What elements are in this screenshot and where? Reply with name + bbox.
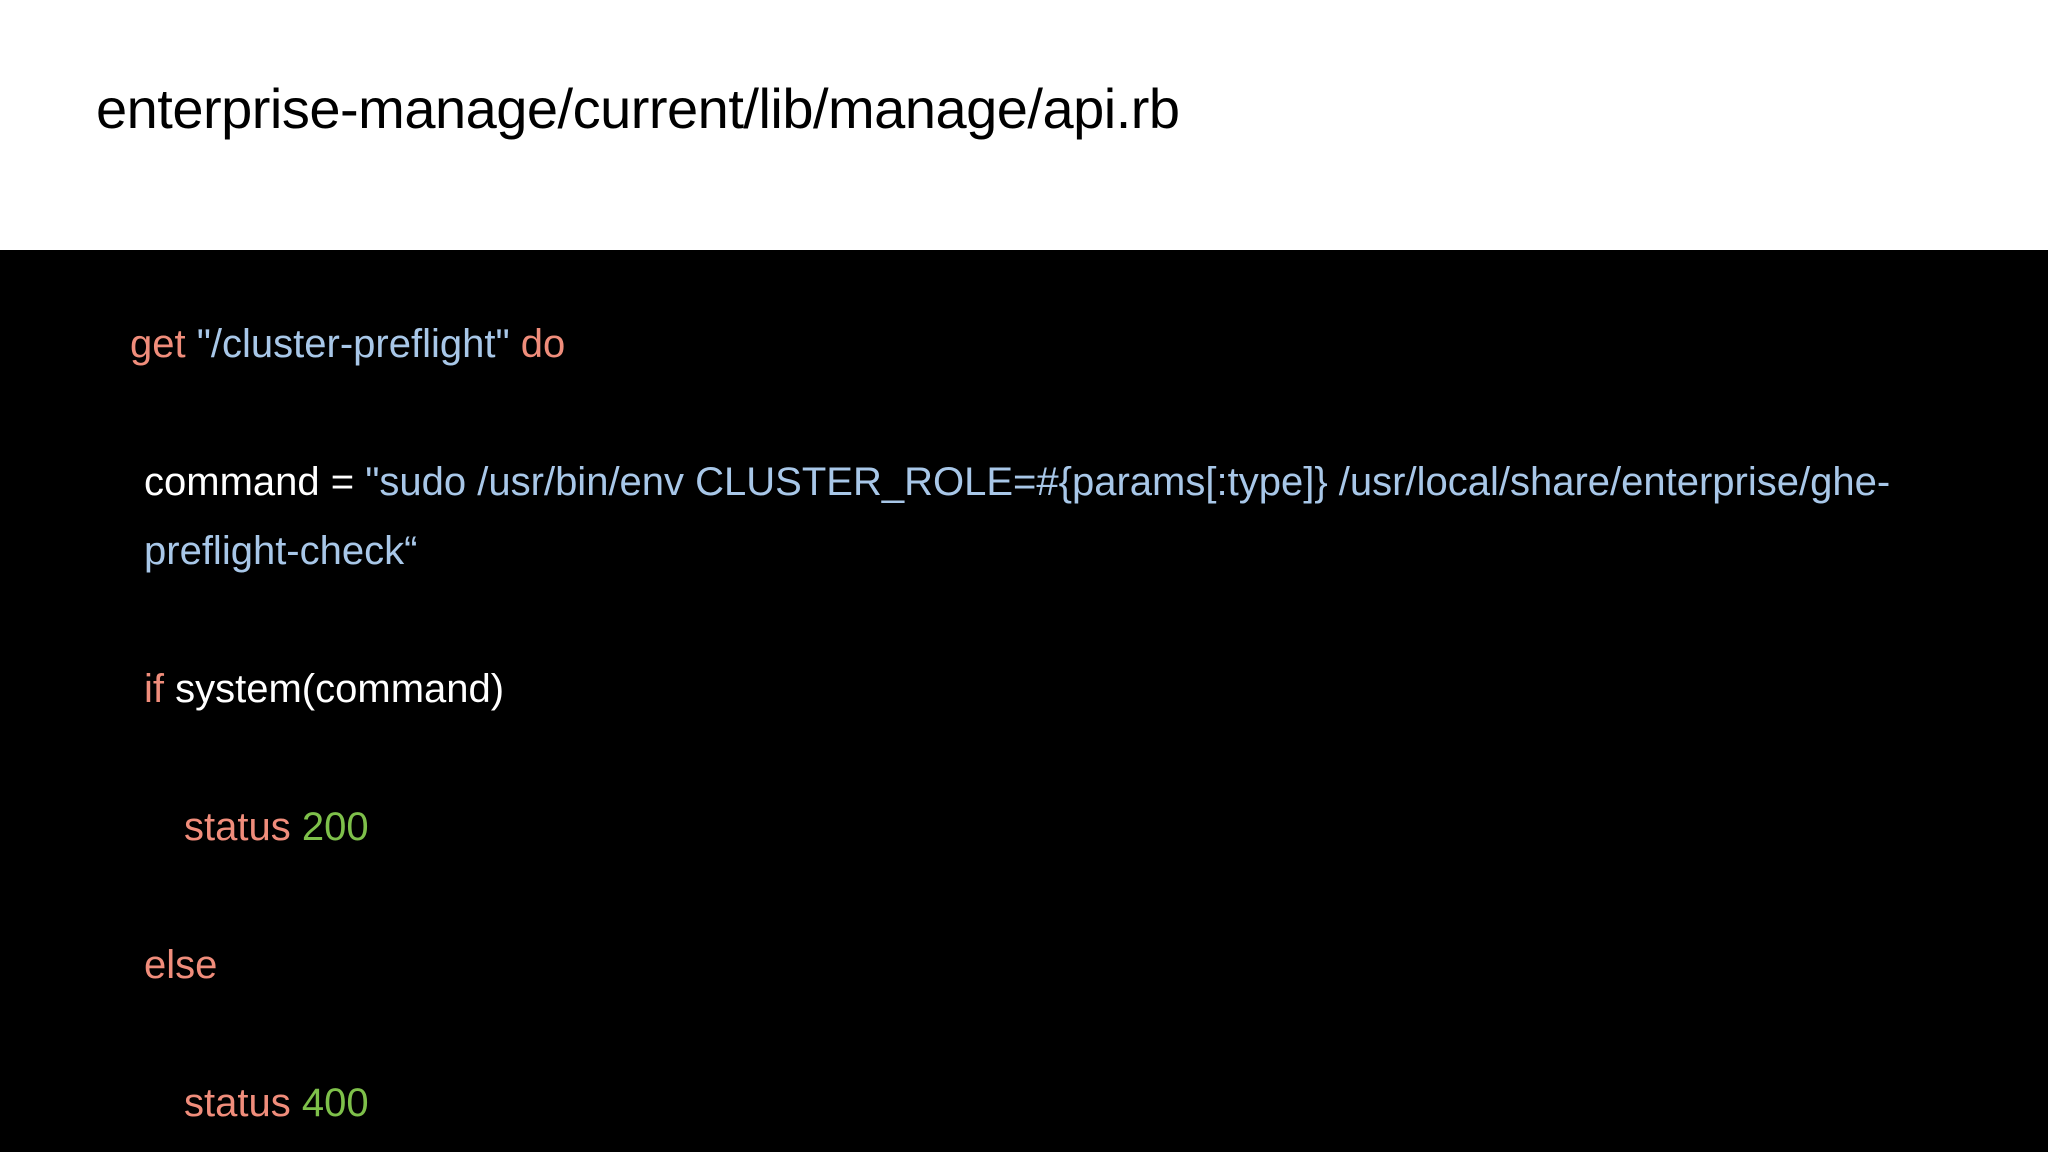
code-line: get "/cluster-preflight" do — [130, 310, 1970, 379]
code-token-keyword: status — [184, 1081, 302, 1125]
code-token-string: "sudo /usr/bin/env CLUSTER_ROLE=#{params… — [144, 460, 1891, 573]
code-token-keyword: else — [144, 943, 218, 987]
code-line: if system(command) — [130, 655, 1970, 724]
code-token-number: 200 — [301, 805, 369, 849]
code-token-identifier: command = — [144, 460, 366, 504]
code-token-keyword: status — [184, 805, 302, 849]
slide-header: enterprise-manage/current/lib/manage/api… — [0, 0, 2048, 250]
code-token-keyword: do — [520, 322, 566, 366]
code-token-keyword: if — [144, 667, 176, 711]
code-line: status 400 — [130, 1069, 1970, 1138]
code-line: else — [130, 931, 1970, 1000]
code-token-keyword: get — [130, 322, 197, 366]
code-token-number: 400 — [301, 1081, 369, 1125]
code-block: get "/cluster-preflight" do command = "s… — [130, 310, 1970, 1152]
page-title: enterprise-manage/current/lib/manage/api… — [96, 77, 1180, 140]
code-panel: get "/cluster-preflight" do command = "s… — [0, 250, 2048, 1152]
code-line: command = "sudo /usr/bin/env CLUSTER_ROL… — [130, 448, 1970, 586]
title-wrap: enterprise-manage/current/lib/manage/api… — [96, 70, 1946, 160]
code-token-string: "/cluster-preflight" — [196, 322, 521, 366]
code-line: status 200 — [130, 793, 1970, 862]
code-token-identifier: system(command) — [175, 667, 505, 711]
